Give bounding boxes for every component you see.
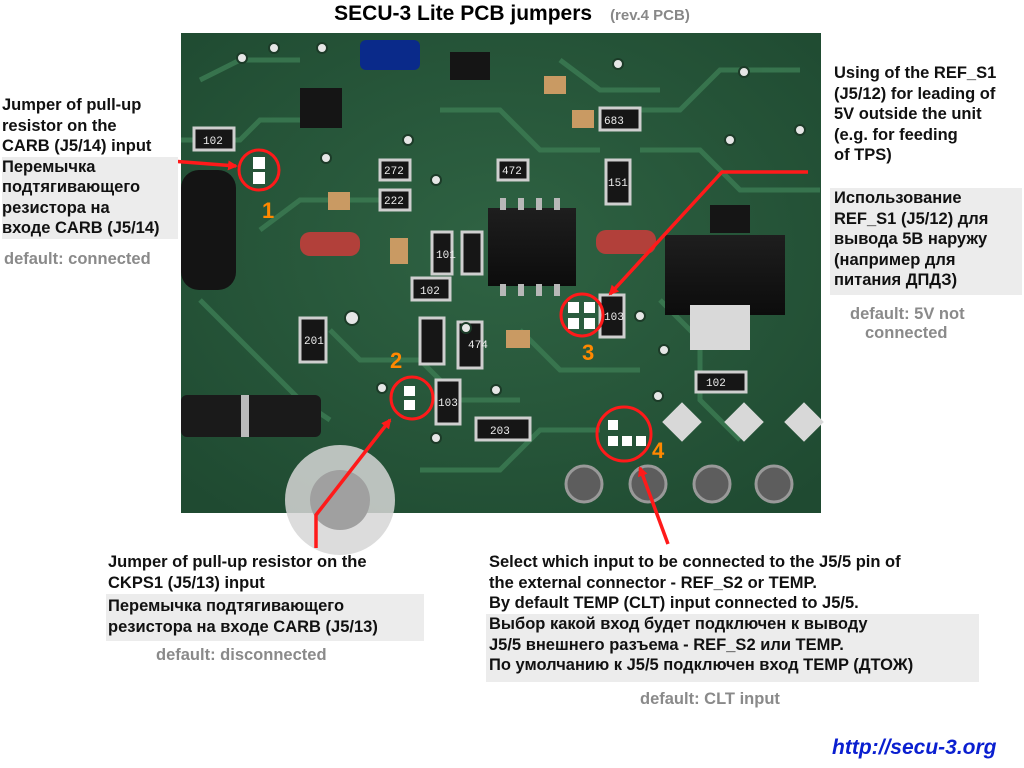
jumper-3-number: 3 xyxy=(582,340,594,365)
pcb-label: 102 xyxy=(203,136,223,148)
jumper-3-default-line: connected xyxy=(865,324,948,342)
jumper-4-ru-line: По умолчанию к J5/5 подключен вход TEMP … xyxy=(489,656,914,674)
jumper-3-en-line: Using of the REF_S1 xyxy=(834,64,997,82)
jumper-1-ru-block: Перемычка подтягивающего резистора на вх… xyxy=(2,156,178,239)
jumper-1-number: 1 xyxy=(262,198,274,223)
jumper-4-ru-line: Выбор какой вход будет подключен к вывод… xyxy=(489,615,868,633)
jumper-3-en-line: (e.g. for feeding xyxy=(834,125,958,144)
regulator-chip xyxy=(665,235,785,315)
pcb-label: 474 xyxy=(468,340,488,352)
pcb-label: 102 xyxy=(706,378,726,390)
jumper-4-ru-line: J5/5 внешнего разъема - REF_S2 или TEMP. xyxy=(489,635,844,654)
pcb-label: 101 xyxy=(436,250,456,262)
jumper-2-arrow xyxy=(314,418,392,548)
jumper-1-ru-line: Перемычка xyxy=(2,157,96,176)
jumper-3-en-line: (J5/12) for leading of xyxy=(834,84,996,103)
jumper-2-number: 2 xyxy=(390,348,402,373)
jumper-3-ru-line: вывода 5В наружу xyxy=(834,230,988,248)
jumper-3-default-line: default: 5V not xyxy=(850,305,965,323)
jumper-2-en-line: CKPS1 (J5/13) input xyxy=(108,573,265,592)
jumper-1-en-line: resistor on the xyxy=(2,116,117,135)
jumper-4-number: 4 xyxy=(652,438,665,463)
jumper-3-ru-block: Использование REF_S1 (J5/12) для вывода … xyxy=(830,188,1022,295)
jumper-2-circle xyxy=(389,375,435,421)
jumper-4-en-block: Select which input to be connected to th… xyxy=(489,552,989,614)
jumper-4-en-line: By default TEMP (CLT) input connected to… xyxy=(489,594,859,612)
jumper-1-ru-line: резистора на xyxy=(2,198,110,217)
jumper-3-en-line: 5V outside the unit xyxy=(834,105,982,123)
jumper-1-default: default: connected xyxy=(4,250,151,268)
pcb-label: 103 xyxy=(438,398,458,410)
jumper-2-ru-block: Перемычка подтягивающего резистора на вх… xyxy=(106,594,424,641)
jumper-1-ru-line: подтягивающего xyxy=(2,178,141,196)
pcb-label: 683 xyxy=(604,116,624,128)
page-title: SECU-3 Lite PCB jumpers (rev.4 PCB) xyxy=(0,2,1024,26)
jumper-4-en-line: the external connector - REF_S2 or TEMP. xyxy=(489,573,817,592)
jumper-3-ru-line: REF_S1 (J5/12) для xyxy=(834,209,989,228)
pcb-label: 103 xyxy=(604,312,624,324)
pcb-label: 102 xyxy=(420,286,440,298)
title-text: SECU-3 Lite PCB jumpers xyxy=(334,2,593,25)
pcb-label: 272 xyxy=(384,166,404,178)
jumper-1-en-line: Jumper of pull-up xyxy=(2,96,142,114)
jumper-3-en-line: of TPS) xyxy=(834,146,892,164)
jumper-4-en-line: Select which input to be connected to th… xyxy=(489,553,901,571)
ic-chip xyxy=(488,208,576,286)
jumper-4-default: default: CLT input xyxy=(640,690,780,708)
jumper-1-en-line: CARB (J5/14) input xyxy=(2,137,152,155)
jumper-3-ru-line: Использование xyxy=(834,189,962,207)
jumper-4-circle xyxy=(595,405,653,463)
jumper-3-ru-line: (например для xyxy=(834,250,956,269)
pcb-markings: 102 102 474 272 222 101 201 203 103 683 … xyxy=(203,116,726,438)
jumper-1-ru-line: входе CARB (J5/14) xyxy=(2,219,160,237)
pcb-label: 203 xyxy=(490,426,510,438)
jumper-2-en-block: Jumper of pull-up resistor on the CKPS1 … xyxy=(108,552,438,593)
jumper-2-default: default: disconnected xyxy=(156,646,327,664)
jumper-2-ru-line: резистора на входе CARB (J5/13) xyxy=(108,617,378,636)
jumper-3-default: default: 5V not connected xyxy=(850,305,965,343)
jumper-3-ru-line: питания ДПДЗ) xyxy=(834,271,958,289)
jumper-1-description: Jumper of pull-up resistor on the CARB (… xyxy=(2,95,178,239)
revision-label: (rev.4 PCB) xyxy=(610,7,690,24)
pcb-label: 222 xyxy=(384,196,404,208)
jumper-2-en-line: Jumper of pull-up resistor on the xyxy=(108,553,367,571)
pcb-label: 201 xyxy=(304,336,324,348)
jumper-1-circle xyxy=(237,148,281,192)
jumper-2-ru-line: Перемычка подтягивающего xyxy=(108,597,345,615)
pcb-label: 151 xyxy=(608,178,628,190)
jumper-3-en-block: Using of the REF_S1 (J5/12) for leading … xyxy=(834,63,1022,166)
pcb-label: 472 xyxy=(502,166,522,178)
jumper-4-arrow xyxy=(638,466,670,545)
jumper-4-ru-block: Выбор какой вход будет подключен к вывод… xyxy=(486,614,979,682)
jumper-3-arrow xyxy=(608,170,808,296)
website-link[interactable]: http://secu-3.org xyxy=(832,736,997,759)
jumper-3-circle xyxy=(559,292,605,338)
pcb-traces xyxy=(181,57,820,473)
